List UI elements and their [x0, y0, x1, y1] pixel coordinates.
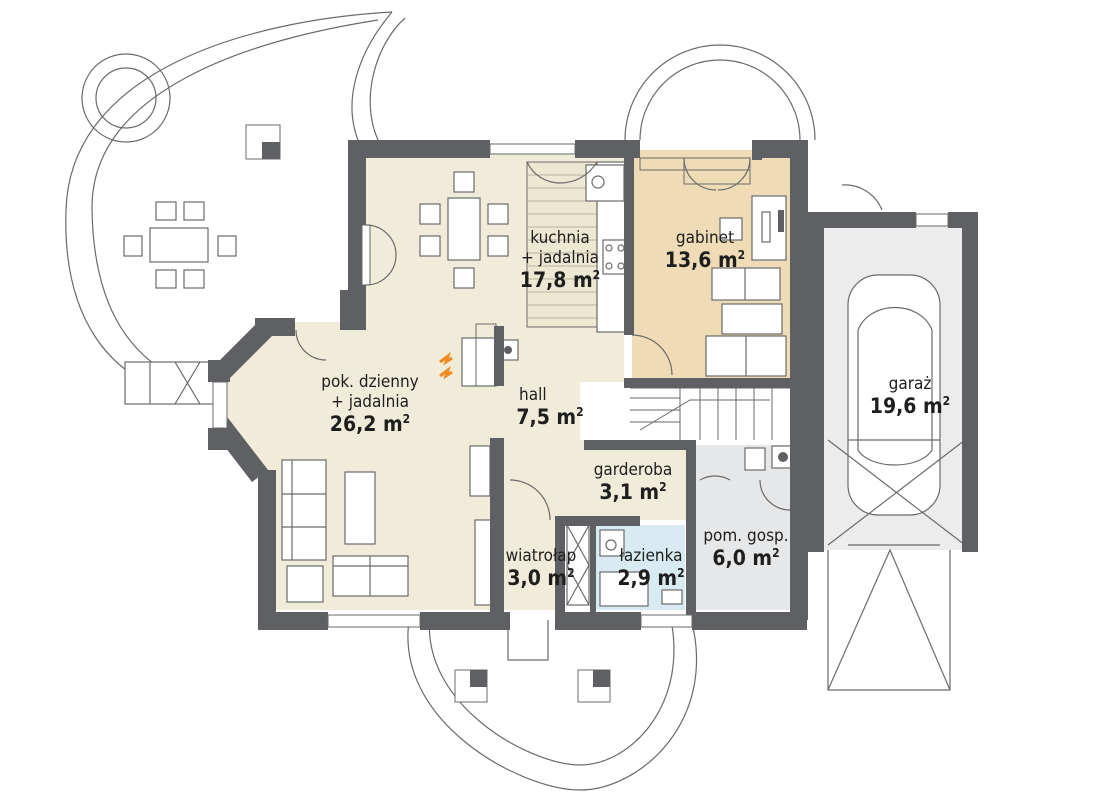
staircase [630, 387, 790, 440]
room-kitchen-name2: + jadalnia [521, 248, 599, 268]
room-bathroom-area: 2,9 m2 [617, 566, 685, 590]
room-kitchen: kuchnia + jadalnia 17,8 m2 [505, 228, 615, 292]
room-vestibule-name: wiatrołap [505, 546, 577, 566]
room-living-name: pok. dzienny [321, 372, 419, 392]
room-hall: hall 7,5 m2 [505, 385, 595, 429]
room-bathroom: łazienka 2,9 m2 [608, 546, 694, 590]
car [827, 184, 966, 691]
room-living: pok. dzienny + jadalnia 26,2 m2 [305, 372, 435, 436]
kitchen-furniture [419, 161, 628, 333]
room-wardrobe-area: 3,1 m2 [599, 480, 667, 504]
bathroom-fixtures [469, 445, 819, 607]
room-kitchen-area: 17,8 m2 [519, 268, 601, 292]
study-furniture [631, 157, 787, 377]
terrace-left [65, 11, 406, 405]
living-furniture [281, 323, 519, 603]
room-living-area: 26,2 m2 [329, 412, 411, 436]
room-hall-name: hall [519, 385, 547, 405]
room-vestibule: wiatrołap 3,0 m2 [500, 546, 582, 590]
room-wardrobe-name: garderoba [593, 460, 673, 480]
room-garage: garaż 19,6 m2 [855, 374, 965, 418]
room-wardrobe: garderoba 3,1 m2 [578, 460, 688, 504]
room-hall-area: 7,5 m2 [516, 405, 584, 429]
room-study-area: 13,6 m2 [664, 248, 746, 272]
room-garage-area: 19,6 m2 [869, 394, 951, 418]
room-kitchen-name: kuchnia [530, 228, 590, 248]
walls [208, 140, 978, 630]
room-utility: pom. gosp. 6,0 m2 [696, 526, 796, 570]
room-study-name: gabinet [675, 228, 735, 248]
room-utility-name: pom. gosp. [703, 526, 789, 546]
room-living-name2: + jadalnia [331, 392, 409, 412]
front-porch [407, 44, 816, 791]
room-bathroom-name: łazienka [619, 546, 683, 566]
room-study: gabinet 13,6 m2 [655, 228, 755, 272]
room-garage-name: garaż [888, 374, 932, 394]
room-utility-area: 6,0 m2 [712, 546, 780, 570]
room-vestibule-area: 3,0 m2 [507, 566, 575, 590]
